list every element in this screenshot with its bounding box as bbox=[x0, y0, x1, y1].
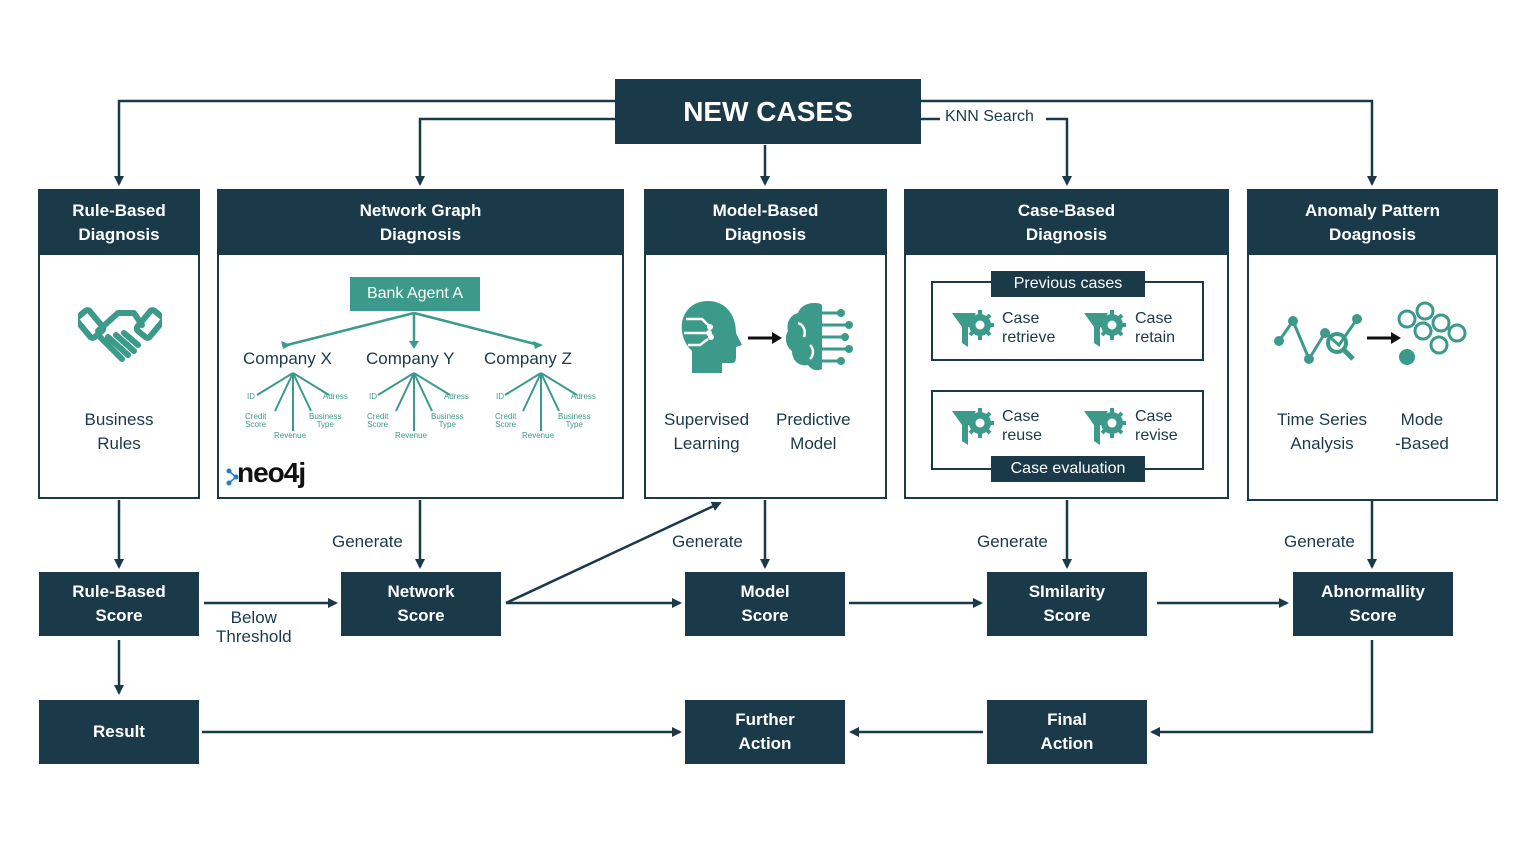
arrow-right-icon bbox=[1367, 332, 1401, 344]
case-based-panel: Case-Based Diagnosis Previous cases Case… bbox=[904, 189, 1229, 499]
brain-circuit-icon bbox=[785, 303, 853, 371]
attr-id-z: ID bbox=[496, 392, 504, 401]
rule-based-score: Rule-Based Score bbox=[39, 572, 199, 636]
below-threshold-label: Below Threshold bbox=[216, 608, 292, 646]
company-y: Company Y bbox=[366, 349, 455, 368]
gear-funnel-icon bbox=[1084, 310, 1126, 347]
case-retain-text: Case retain bbox=[1135, 310, 1176, 346]
supervised-learning-text: Supervised Learning bbox=[664, 410, 750, 453]
arrow-to-case-2 bbox=[1046, 117, 1072, 186]
result-box: Result bbox=[39, 700, 199, 764]
attr-adress-y: Adress bbox=[444, 392, 469, 401]
model-based-panel: Model-Based Diagnosis Supervised Learnin… bbox=[644, 189, 887, 499]
neo4j-logo-text: neo4j bbox=[237, 457, 306, 488]
attr-business-z: Business Type bbox=[558, 412, 591, 429]
new-cases-label: NEW CASES bbox=[683, 95, 853, 127]
attr-adress-x: Adress bbox=[323, 392, 348, 401]
anomaly-title: Anomaly Pattern Doagnosis bbox=[1249, 191, 1496, 255]
generate-label-network: Generate bbox=[332, 532, 403, 551]
clusters-icon bbox=[1397, 301, 1467, 365]
gear-funnel-icon bbox=[1084, 408, 1126, 445]
arrow-to-rule bbox=[114, 99, 616, 186]
attr-business-y: Business Type bbox=[431, 412, 464, 429]
generate-label-model: Generate bbox=[672, 532, 743, 551]
arrow-to-network bbox=[415, 117, 616, 186]
similarity-score: SImilarity Score bbox=[987, 572, 1147, 636]
attr-revenue-z: Revenue bbox=[522, 431, 555, 440]
network-tree bbox=[256, 311, 578, 431]
case-reuse-text: Case reuse bbox=[1002, 408, 1043, 444]
predictive-model-text: Predictive Model bbox=[776, 410, 851, 453]
anomaly-panel: Anomaly Pattern Doagnosis Time Series An… bbox=[1247, 189, 1498, 501]
attr-adress-z: Adress bbox=[571, 392, 596, 401]
attr-revenue-y: Revenue bbox=[395, 431, 428, 440]
model-based-title: Model-Based Diagnosis bbox=[646, 191, 885, 255]
arrow-right-icon bbox=[748, 332, 782, 344]
attr-id-y: ID bbox=[369, 392, 377, 401]
case-based-title: Case-Based Diagnosis bbox=[906, 191, 1227, 255]
network-graph-title: Network Graph Diagnosis bbox=[219, 191, 622, 255]
company-z: Company Z bbox=[484, 349, 572, 368]
abnormality-score: Abnormallity Score bbox=[1293, 572, 1453, 636]
gear-funnel-icon bbox=[952, 310, 994, 347]
time-series-text: Time Series Analysis bbox=[1277, 410, 1368, 453]
arrow-network-to-model-panel bbox=[505, 501, 722, 605]
case-evaluation-label: Case evaluation bbox=[991, 456, 1145, 482]
attr-revenue-x: Revenue bbox=[274, 431, 307, 440]
business-rules-text: Business Rules bbox=[84, 410, 154, 453]
time-series-icon bbox=[1274, 314, 1362, 364]
attr-credit-y: Credit Score bbox=[367, 412, 389, 429]
company-x: Company X bbox=[243, 349, 332, 368]
attr-id-x: ID bbox=[247, 392, 255, 401]
rule-based-panel: Rule-Based Diagnosis Business Rules bbox=[38, 189, 200, 499]
rule-based-title: Rule-Based Diagnosis bbox=[40, 191, 198, 255]
previous-cases-label: Previous cases bbox=[991, 271, 1145, 297]
mode-based-text: Mode -Based bbox=[1395, 410, 1449, 453]
case-revise-text: Case revise bbox=[1135, 408, 1178, 444]
arrow-abnormality-to-final bbox=[1150, 640, 1374, 737]
arrow-to-anomaly bbox=[920, 99, 1377, 186]
attr-credit-x: Credit Score bbox=[245, 412, 267, 429]
final-action-box: Final Action bbox=[987, 700, 1147, 764]
head-circuit-icon bbox=[681, 301, 742, 373]
new-cases-box: NEW CASES bbox=[615, 79, 921, 144]
model-score: Model Score bbox=[685, 572, 845, 636]
generate-label-case: Generate bbox=[977, 532, 1048, 551]
generate-label-anomaly: Generate bbox=[1284, 532, 1355, 551]
knn-search-label: KNN Search bbox=[945, 108, 1034, 125]
network-graph-panel: Network Graph Diagnosis Bank Agent A Com… bbox=[217, 189, 624, 499]
attr-credit-z: Credit Score bbox=[495, 412, 517, 429]
neo4j-logo-icon bbox=[226, 468, 239, 486]
gear-funnel-icon bbox=[952, 408, 994, 445]
handshake-icon bbox=[78, 307, 162, 362]
case-retrieve-text: Case retrieve bbox=[1002, 310, 1056, 346]
further-action-box: Further Action bbox=[685, 700, 845, 764]
attr-business-x: Business Type bbox=[309, 412, 342, 429]
bank-agent-box: Bank Agent A bbox=[350, 277, 480, 311]
network-score: Network Score bbox=[341, 572, 501, 636]
